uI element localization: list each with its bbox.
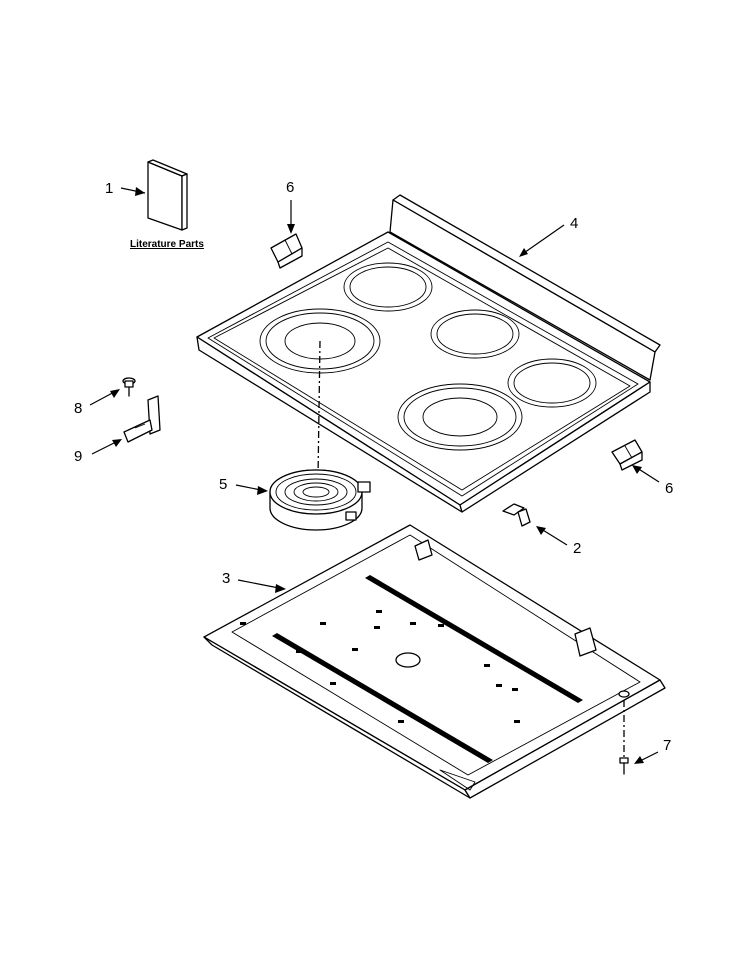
callout-7: 7: [663, 737, 671, 754]
callout-numbers: 1 2 3 4 5 6 6 7 8 9: [74, 179, 673, 754]
callout-6-top: 6: [286, 179, 294, 196]
callout-8: 8: [74, 400, 82, 417]
callout-2: 2: [573, 540, 581, 557]
screw-7: [619, 700, 629, 775]
callout-5: 5: [219, 476, 227, 493]
callout-1: 1: [105, 180, 113, 197]
callout-6-right: 6: [665, 480, 673, 497]
callout-9: 9: [74, 448, 82, 465]
cooktop-main-top: [196, 194, 661, 513]
leader-lines: [89, 187, 660, 764]
burner-box-pan: [203, 524, 666, 799]
screw-8: [122, 377, 136, 397]
callout-4: 4: [570, 215, 578, 232]
pan-small-slots: [240, 610, 520, 723]
clip-bracket-9: [123, 395, 161, 443]
callout-3: 3: [222, 570, 230, 587]
radiant-element: [269, 469, 371, 531]
literature-booklet: [147, 159, 188, 231]
mounting-bracket-top: [270, 233, 303, 269]
clip-2: [502, 503, 531, 527]
literature-parts-caption: Literature Parts: [130, 239, 204, 250]
mounting-bracket-right: [611, 439, 643, 471]
